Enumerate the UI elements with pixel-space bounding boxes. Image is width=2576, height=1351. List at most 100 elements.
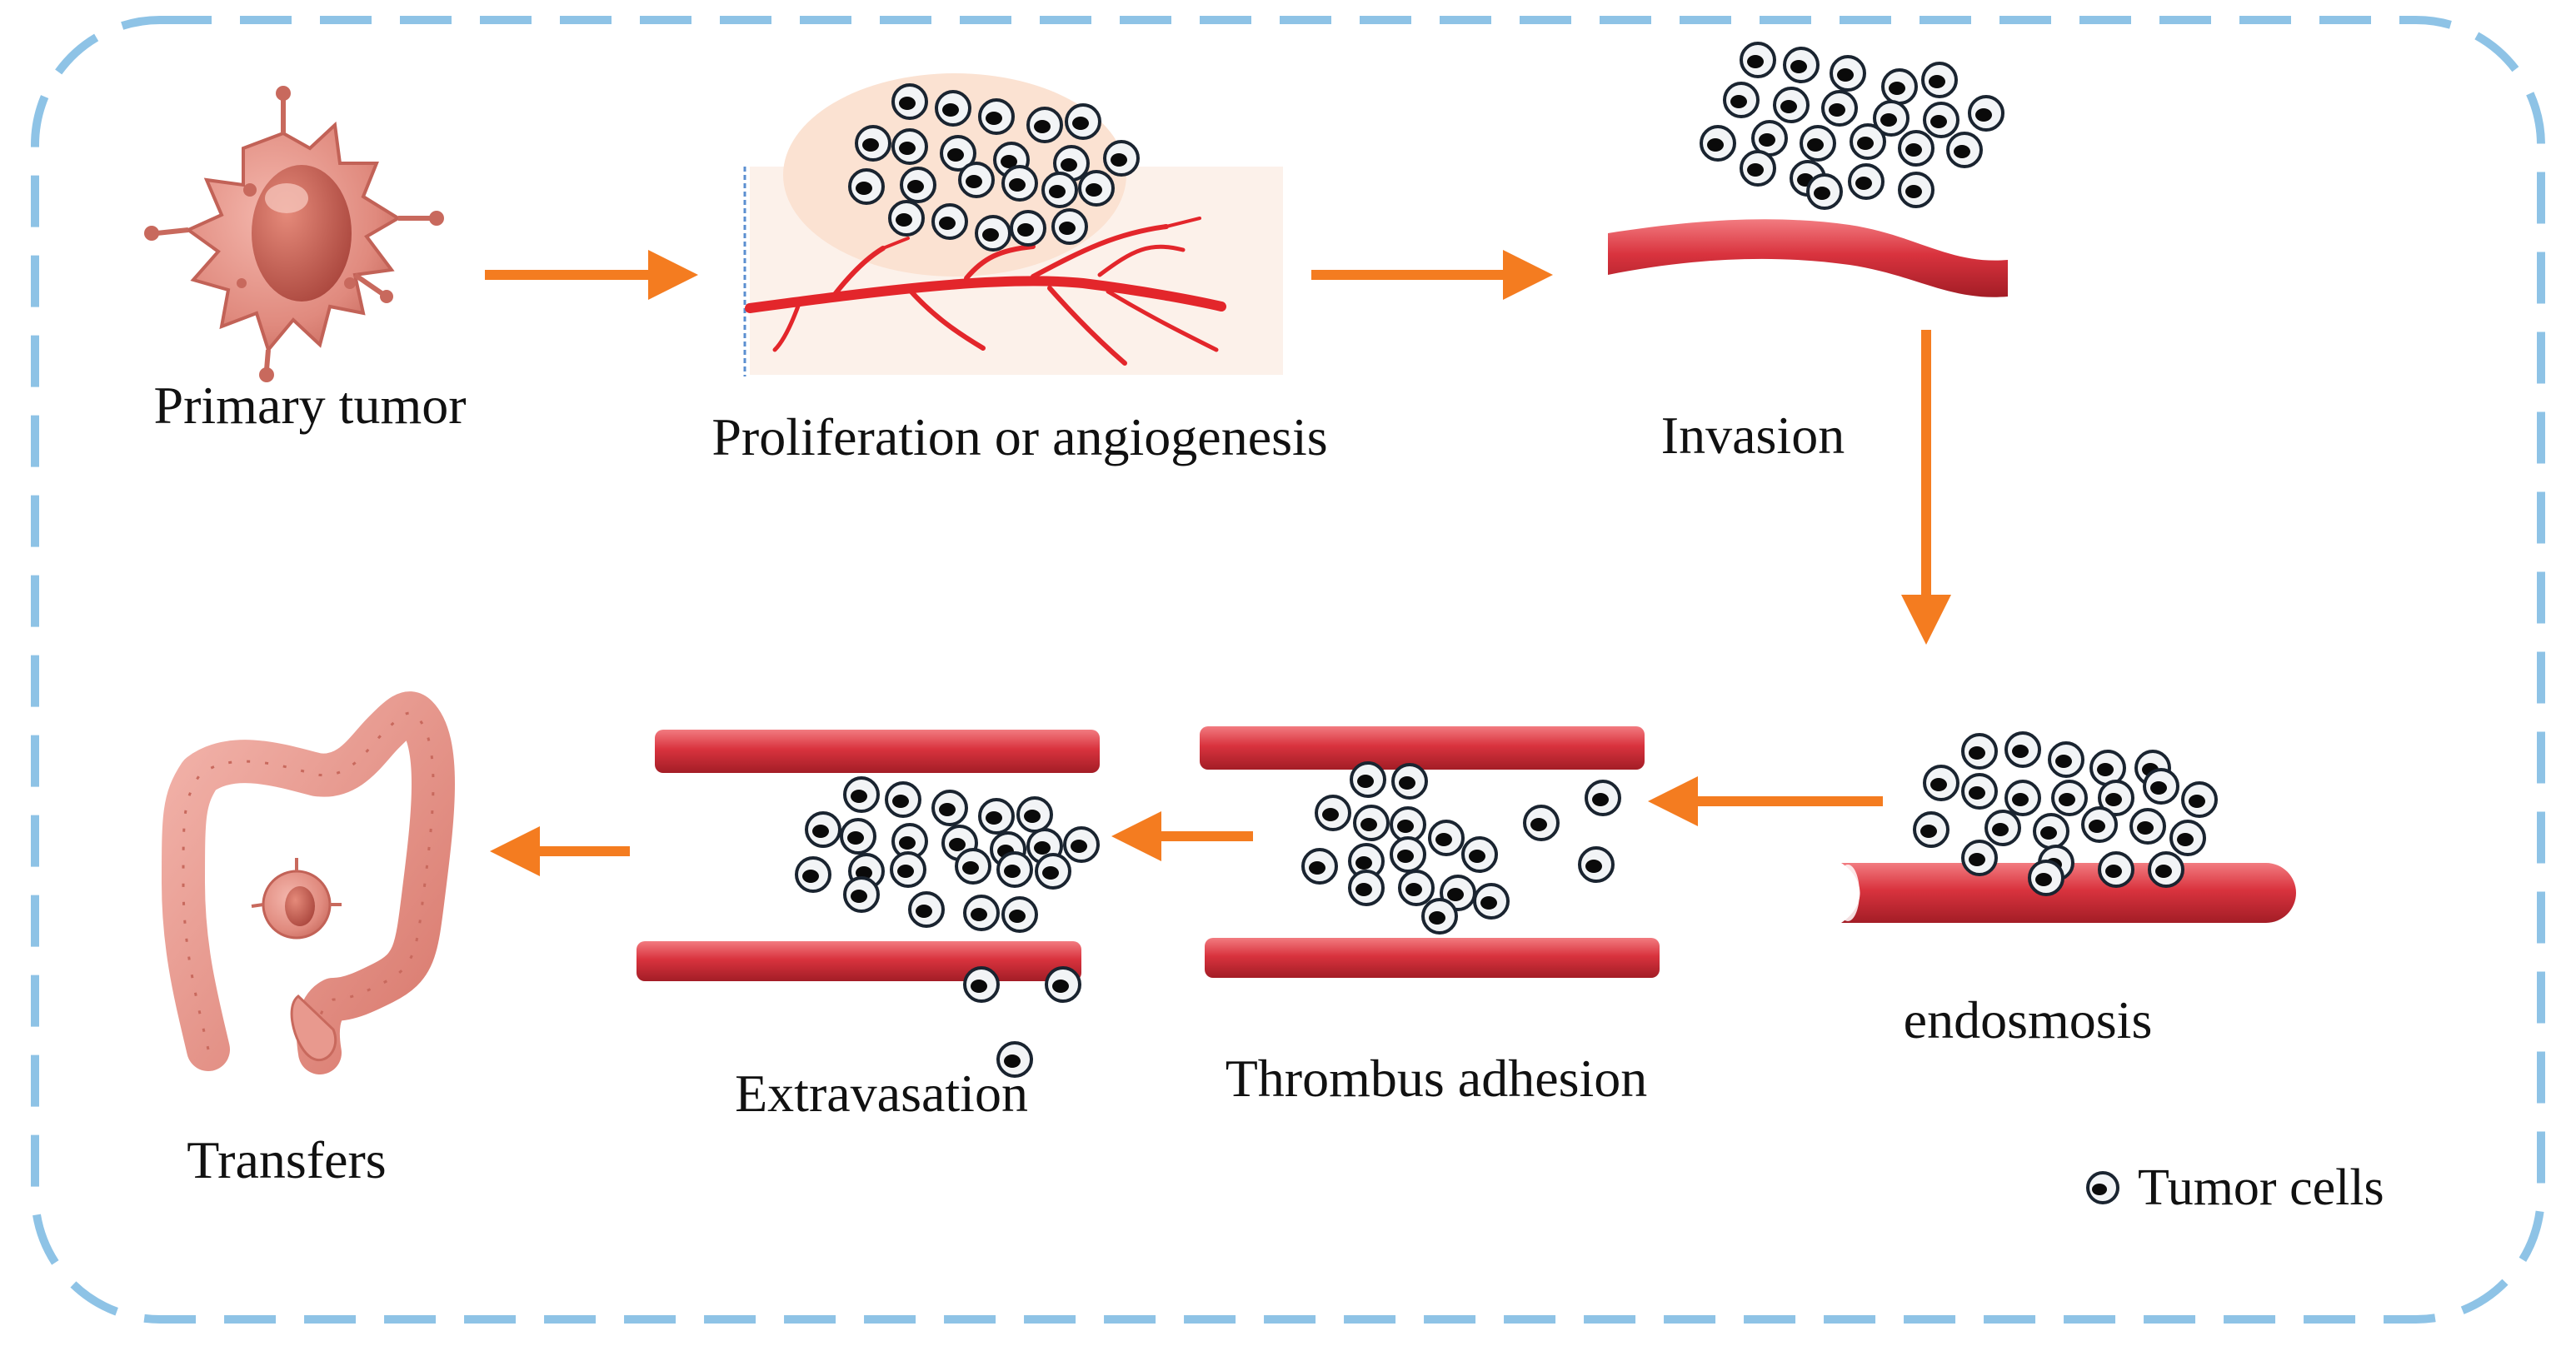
tumor-cell	[996, 851, 1033, 888]
tumor-cell	[1850, 123, 1886, 160]
blood-vessel-icon	[1200, 726, 1660, 978]
tumor-cell	[1461, 836, 1498, 873]
tumor-cell	[1873, 100, 1910, 137]
tumor-cell	[843, 876, 880, 913]
tumor-cell	[935, 90, 971, 127]
tumor-cell	[1391, 763, 1428, 800]
tumor-cell	[1348, 843, 1385, 880]
label-proliferation: Proliferation or angiogenesis	[711, 407, 1327, 466]
tumor-cell	[805, 811, 841, 848]
tumor-cell	[1350, 761, 1386, 798]
tumor-cell	[1353, 805, 1390, 841]
tumor-cell	[1001, 896, 1038, 933]
label-invasion: Invasion	[1661, 406, 1845, 465]
tumor-cell	[1065, 103, 1101, 140]
tumor-cell	[1398, 870, 1435, 906]
tumor-cell	[2098, 780, 2134, 816]
tumor-cell	[855, 125, 891, 162]
tumor-cell	[1523, 805, 1560, 841]
tumor-cell	[2148, 851, 2184, 888]
tumor-cell	[891, 128, 928, 165]
legend: Tumor cells	[2086, 1159, 2384, 1216]
tumor-cell	[2081, 806, 2118, 843]
tumor-cell	[2143, 768, 2179, 805]
tumor-cell	[1961, 840, 1998, 876]
tumor-cell-icon	[2086, 1171, 2119, 1204]
tumor-cell	[1390, 836, 1426, 873]
tumor-cell	[1740, 42, 1776, 78]
tumor-cell	[2004, 731, 2041, 768]
tumor-cell	[2089, 750, 2126, 786]
tumor-cell	[978, 798, 1015, 835]
tumor-cell	[890, 851, 926, 888]
flow-arrows	[485, 250, 1951, 876]
tumor-cell	[1063, 826, 1100, 863]
tumor-cell	[1578, 846, 1615, 883]
tumor-cell	[1898, 172, 1934, 208]
tumor-cell	[908, 891, 945, 928]
tumor-cell	[1700, 125, 1736, 162]
blood-vessel-icon	[1608, 42, 2008, 297]
tumor-cell	[1078, 170, 1115, 207]
colon-icon	[162, 691, 455, 1074]
tumor-cell	[1348, 870, 1385, 906]
legend-label: Tumor cells	[2138, 1159, 2384, 1216]
tumor-cell	[888, 200, 925, 237]
tumor-cell	[2051, 780, 2088, 816]
tumor-cell	[1821, 90, 1858, 127]
label-transfers: Transfers	[187, 1130, 386, 1189]
tumor-cell	[963, 966, 1000, 1003]
label-primary-tumor: Primary tumor	[153, 376, 466, 435]
tumor-cell	[885, 781, 921, 818]
tumor-cell	[2048, 741, 2084, 778]
tumor-cell	[931, 790, 968, 826]
tumor-cell	[1026, 107, 1063, 143]
tumor-cell	[1041, 172, 1078, 208]
tumor-cell	[1016, 796, 1053, 833]
tumor-cell	[1923, 765, 1959, 801]
tumor-cell	[1723, 82, 1760, 118]
tumor-cell	[975, 215, 1011, 252]
tumor-cell	[2181, 781, 2218, 818]
tumor-cell	[1773, 87, 1810, 123]
tumor-cell	[1921, 62, 1958, 98]
dashed-frame	[31, 16, 2545, 1324]
tumor-cell	[1783, 47, 1820, 83]
tumor-cell	[978, 98, 1015, 135]
tumor-cell	[1010, 210, 1046, 247]
blood-vessel-icon	[1836, 731, 2296, 923]
tumor-cell	[795, 856, 831, 893]
tumor-cell	[891, 83, 928, 120]
tumor-cell	[996, 1041, 1033, 1078]
tumor-cell	[1301, 848, 1338, 885]
tumor-cell	[2028, 860, 2064, 896]
angiogenesis-icon	[743, 73, 1283, 376]
tumor-cell	[1961, 733, 1998, 770]
blood-vessel-icon	[637, 730, 1100, 1078]
tumor-cell	[958, 162, 995, 198]
tumor-cell	[2098, 851, 2134, 888]
tumor-cell	[2129, 808, 2166, 845]
label-thrombus: Thrombus adhesion	[1226, 1049, 1648, 1108]
tumor-cell	[1421, 898, 1458, 935]
tumor-cell	[2169, 820, 2206, 856]
primary-tumor-icon	[144, 86, 444, 382]
tumor-cell	[1740, 150, 1776, 187]
tumor-cell	[955, 848, 991, 885]
tumor-cell	[1913, 811, 1949, 848]
tumor-cell	[900, 167, 936, 203]
tumor-cell	[1053, 145, 1090, 182]
tumor-cell	[1001, 165, 1038, 202]
tumor-cell	[1968, 95, 2004, 132]
tumor-cell	[1881, 68, 1918, 105]
tumor-cell	[840, 818, 876, 855]
tumor-cell	[1315, 795, 1351, 831]
tumor-cell	[1830, 55, 1866, 92]
tumor-cell	[1428, 820, 1465, 856]
tumor-cell	[843, 776, 880, 813]
tumor-cell	[1946, 132, 1983, 168]
tumor-cell	[931, 203, 968, 240]
tumor-cell	[1045, 966, 1081, 1003]
tumor-cell	[1051, 208, 1088, 245]
